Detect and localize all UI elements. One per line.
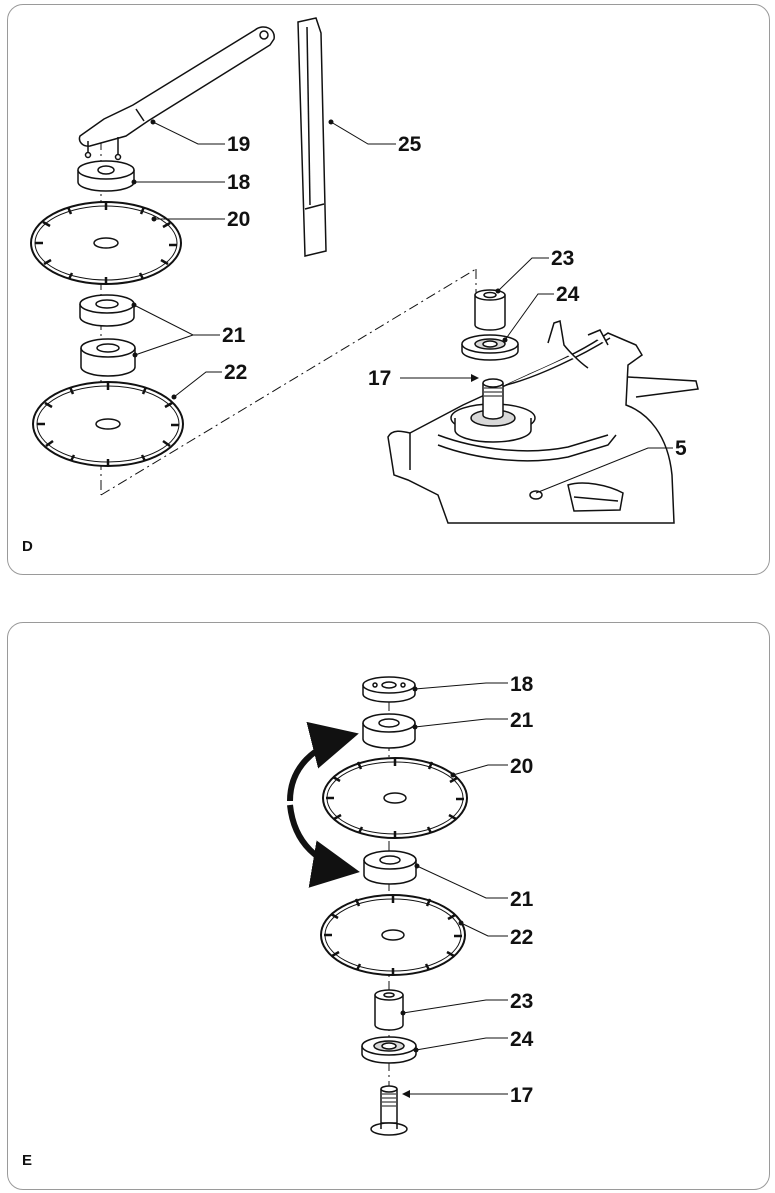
spindle-thread (484, 387, 502, 397)
grinder-housing (387, 320, 699, 524)
callout-21-lower: 21 (510, 888, 534, 911)
callout-23: 23 (551, 247, 574, 270)
leader-dots (400, 686, 464, 1053)
spanner-wrench (78, 26, 275, 161)
figure-e-panel: E (7, 622, 770, 1190)
callout-24: 24 (556, 283, 580, 306)
callout-24: 24 (510, 1028, 534, 1051)
wedge-key (297, 17, 327, 257)
callout-20: 20 (510, 755, 533, 778)
callout-20: 20 (227, 208, 250, 231)
lower-cutting-disc (32, 381, 184, 467)
figure-d-panel: D (7, 4, 770, 575)
callout-21: 21 (222, 324, 246, 347)
upper-cutting-disc (30, 201, 182, 285)
callout-18: 18 (227, 171, 251, 194)
figure-d-label: D (22, 538, 33, 555)
leader-lines (402, 682, 508, 1098)
callout-22: 22 (510, 926, 533, 949)
flange-nut (362, 676, 416, 703)
callout-21-upper: 21 (510, 709, 534, 732)
callout-19: 19 (227, 133, 250, 156)
callout-22: 22 (224, 361, 247, 384)
callout-23: 23 (510, 990, 533, 1013)
leader-lines (133, 121, 673, 494)
figure-e-drawing: 18 21 20 21 22 23 24 17 (287, 673, 534, 1136)
adapter-sleeve (374, 989, 404, 1031)
flange-nut (77, 160, 135, 192)
spindle-thread (382, 1093, 396, 1107)
lower-cutting-disc (320, 894, 466, 976)
upper-cutting-disc (322, 757, 468, 839)
spacer-ring-upper (362, 713, 416, 749)
callout-18: 18 (510, 673, 534, 696)
swap-arrows (287, 721, 360, 888)
callout-17: 17 (510, 1084, 533, 1107)
spacer-ring-lower (80, 338, 136, 377)
adapter-sleeve (474, 289, 506, 331)
callout-5: 5 (675, 437, 687, 460)
spindle-boss (450, 378, 536, 443)
figure-e-label: E (22, 1152, 33, 1169)
support-flange (361, 1036, 417, 1064)
spacer-ring-lower (363, 850, 417, 885)
spacer-ring-upper (79, 294, 135, 327)
callout-17: 17 (368, 367, 391, 390)
spindle-lock-button (529, 490, 543, 500)
leader-dots (131, 119, 508, 400)
spindle (370, 1085, 408, 1136)
figure-d-drawing: 19 25 18 20 23 24 21 22 17 5 (30, 17, 699, 524)
callout-25: 25 (398, 133, 422, 156)
support-flange (461, 334, 519, 361)
